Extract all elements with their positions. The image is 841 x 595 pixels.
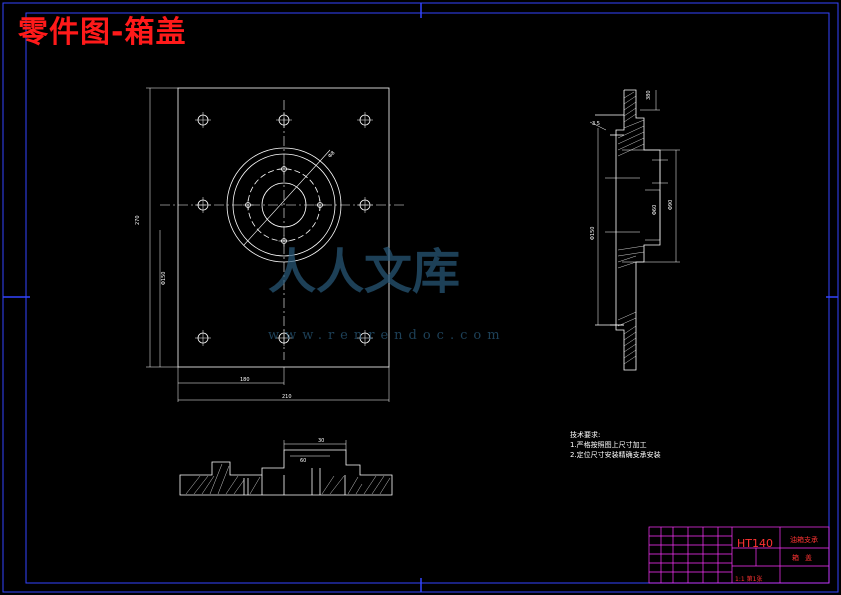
notes-item: 2.定位尺寸安装精确支承安装: [570, 451, 661, 459]
drawing-title: 零件图-箱盖: [18, 15, 187, 50]
dim-side-c: Φ150: [590, 227, 596, 240]
section-hatching: [185, 463, 391, 495]
watermark: 人人文库 www.renrendoc.com: [268, 232, 568, 352]
watermark-text: 人人文库: [268, 244, 461, 300]
dim-diagonal: Φ8: [327, 150, 336, 159]
boss-holes: [242, 163, 326, 247]
front-dimensions: [146, 87, 390, 402]
dim-side-b: Φ90: [668, 200, 674, 210]
section-outline: [179, 449, 393, 496]
dim-side-a: Φ60: [652, 205, 658, 215]
dim-side-top: 380: [646, 90, 652, 100]
plate-outline: [177, 87, 390, 368]
technical-notes: 技术要求: 1.严格按照图上尺寸加工 2.定位尺寸安装精确支承安装: [570, 430, 661, 460]
side-hatching: [617, 91, 645, 365]
notes-item: 1.严格按照图上尺寸加工: [570, 441, 647, 449]
dim-side-angle: 3.5: [592, 121, 600, 127]
side-profile: [615, 89, 661, 371]
title-block: [648, 526, 830, 584]
dim-section-b: 60: [300, 458, 306, 464]
dim-section-a: 30: [318, 438, 324, 444]
mounting-holes: [195, 112, 373, 346]
title-block-part: 箱盖: [792, 554, 818, 562]
title-block-name: 油箱支承: [790, 536, 818, 544]
section-view: [179, 440, 393, 496]
center-marks: [3, 3, 838, 592]
dim-bottom-full: 210: [282, 394, 292, 400]
dim-bottom-half: 180: [240, 377, 250, 383]
title-block-material: HT140: [737, 537, 773, 550]
watermark-url: www.renrendoc.com: [268, 328, 506, 343]
title-block-scale: 1:1 第1张: [735, 576, 763, 583]
diagonal-leader: [243, 149, 331, 246]
inner-frame: [25, 12, 830, 584]
dim-height: 270: [135, 215, 141, 225]
side-view: [589, 89, 680, 371]
notes-heading: 技术要求:: [570, 431, 601, 439]
dim-inner: Φ150: [161, 272, 167, 285]
